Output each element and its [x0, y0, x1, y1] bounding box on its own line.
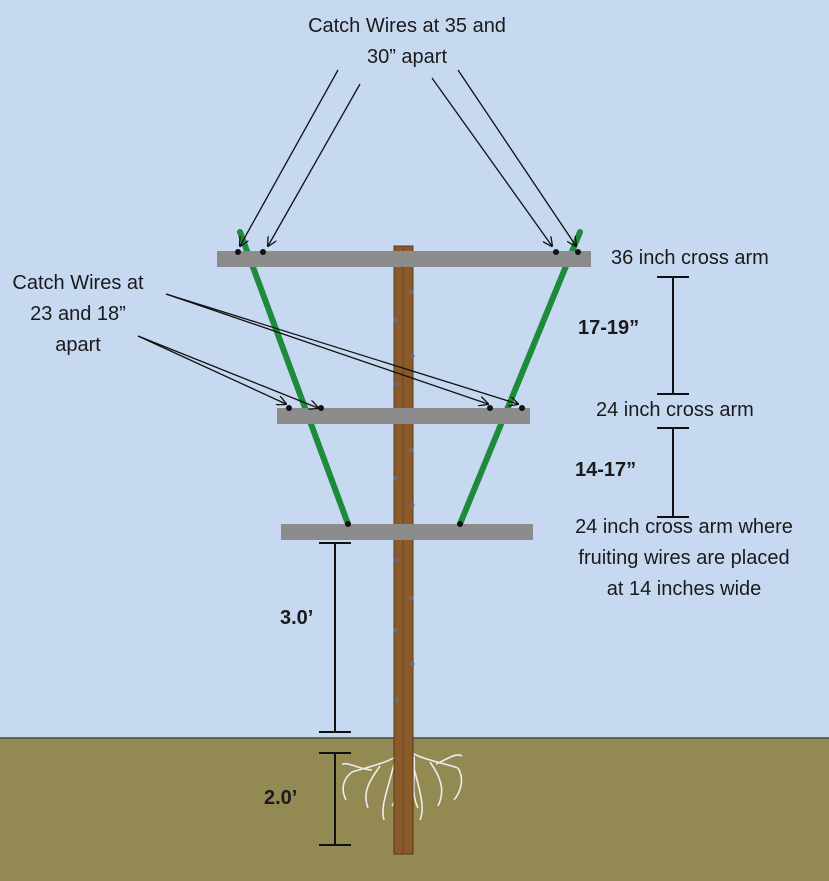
dimension-bars: [319, 276, 689, 846]
dim-17-19-label: 17-19”: [578, 317, 640, 339]
catch-wire-lines: [237, 229, 583, 527]
dim-above-ground-label: 3.0’: [280, 607, 314, 629]
mid-catch-line3: apart: [55, 334, 101, 356]
wire-dots: [235, 249, 581, 527]
mid-catch-wires-label: Catch Wires at 23 and 18” apart: [0, 268, 156, 361]
arm-24-low-line1: 24 inch cross arm where: [575, 516, 793, 538]
cross-arm-24-lower: [281, 524, 533, 540]
top-label-arrows: [240, 69, 576, 246]
top-catch-wires-label: Catch Wires at 35 and 30” apart: [262, 11, 552, 73]
arm-36-label: 36 inch cross arm: [611, 247, 769, 269]
mid-catch-line2: 23 and 18”: [30, 303, 126, 325]
wooden-post: [393, 245, 415, 855]
cross-arm-24-middle: [277, 408, 530, 424]
dim-14-17-label: 14-17”: [575, 459, 637, 481]
arm-24-low-label: 24 inch cross arm where fruiting wires a…: [545, 512, 823, 605]
top-catch-line2: 30” apart: [366, 46, 448, 68]
roots: [341, 751, 463, 821]
arm-24-low-line3: at 14 inches wide: [606, 578, 762, 600]
mid-catch-line1: Catch Wires at: [12, 272, 144, 294]
arm-24-low-line2: fruiting wires are placed: [578, 547, 790, 569]
mid-label-arrows: [137, 293, 518, 408]
cross-arm-36: [217, 251, 591, 267]
arm-24-mid-label: 24 inch cross arm: [596, 399, 754, 421]
top-catch-line1: Catch Wires at 35 and: [308, 15, 506, 37]
dim-below-ground-label: 2.0’: [264, 787, 298, 809]
